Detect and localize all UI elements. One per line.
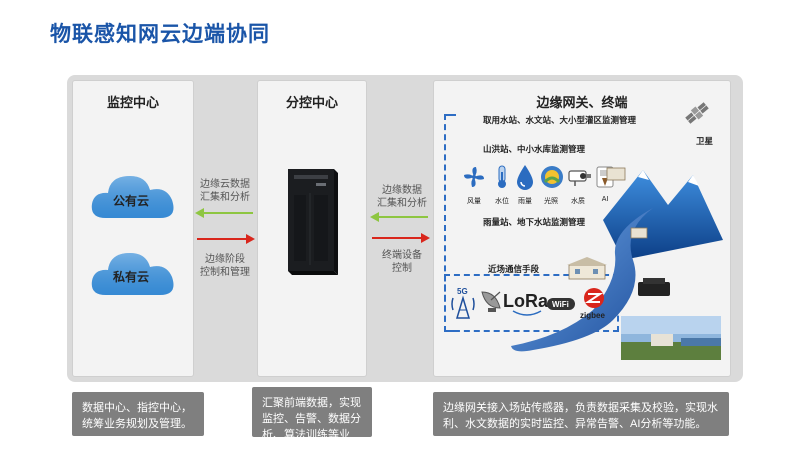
edge-line-1: 取用水站、水文站、大小型灌区监测管理 [483, 115, 637, 125]
page-title: 物联感知网云边端协同 [50, 23, 270, 46]
light-sensor-icon [541, 166, 563, 188]
monitor-center-note-text: 数据中心、指控中心，统筹业务规划及管理。 [82, 402, 192, 430]
wifi-logo: WiFi [547, 298, 575, 310]
edge-line-2: 山洪站、中小水库监测管理 [483, 144, 586, 154]
sensor-label-wind: 风量 [467, 198, 481, 205]
private-cloud-label: 私有云 [112, 270, 149, 284]
sensor-label-water-level: 水位 [495, 198, 509, 205]
branch-center-note-text: 汇聚前端数据，实现监控、告警、数据分析、算法训练等业务。 [262, 397, 361, 457]
left-top-label-1: 边缘云数据 [200, 179, 250, 190]
right-top-label-2: 汇集和分析 [377, 198, 427, 209]
monitor-center-note: 数据中心、指控中心，统筹业务规划及管理。 [72, 392, 204, 436]
lora-logo: LoRa [503, 291, 549, 316]
edge-line-3: 雨量站、地下水站监测管理 [483, 217, 586, 227]
satellite-label: 卫星 [696, 136, 714, 146]
water-quality-sensor-icon [568, 170, 591, 186]
edge-gateway-note: 边缘网关接入场站传感器，负责数据采集及校验，实现水利、水文数据的实时监控、异常告… [433, 392, 729, 436]
red-arrow-right [197, 234, 255, 244]
branch-center-note: 汇聚前端数据，实现监控、告警、数据分析、算法训练等业务。 [252, 387, 372, 457]
red-arrow-right-2 [372, 233, 430, 243]
zigbee-logo: zigbee [580, 288, 605, 320]
sensor-label-light: 光照 [544, 198, 558, 205]
right-bottom-label-2: 控制 [392, 263, 412, 274]
station-house-icon [567, 257, 607, 280]
sensor-label-ai: AI [601, 196, 609, 203]
sensor-label-water-quality: 水质 [571, 198, 585, 205]
satellite-dish-icon [481, 291, 501, 312]
wind-sensor-icon [464, 167, 484, 187]
svg-text:WiFi: WiFi [552, 300, 569, 309]
rain-sensor-icon [517, 165, 533, 190]
svg-text:zigbee: zigbee [580, 311, 605, 320]
5g-tower-icon: 5G [451, 287, 475, 319]
water-level-sensor-icon [498, 165, 506, 188]
satellite-icon [685, 102, 709, 124]
server-icon [288, 169, 338, 275]
right-top-label-1: 边缘数据 [382, 185, 422, 196]
branch-center-title: 分控中心 [285, 95, 338, 110]
green-arrow-left [195, 208, 253, 218]
svg-text:LoRa: LoRa [503, 291, 549, 311]
mountain-river-illustration [511, 167, 723, 352]
left-top-label-2: 汇集和分析 [200, 192, 250, 203]
edge-gateway-title: 边缘网关、终端 [536, 95, 628, 110]
private-cloud-icon [91, 253, 174, 295]
edge-gateway-note-text: 边缘网关接入场站传感器，负责数据采集及校验，实现水利、水文数据的实时监控、异常告… [443, 402, 718, 430]
field-photo [621, 316, 721, 360]
monitor-center-title: 监控中心 [106, 95, 159, 110]
sensor-label-rain: 雨量 [518, 198, 532, 205]
green-arrow-left-2 [370, 212, 428, 222]
left-bottom-label-2: 控制和管理 [200, 267, 250, 278]
near-comm-label: 近场通信手段 [488, 264, 540, 274]
svg-text:5G: 5G [457, 287, 468, 296]
public-cloud-label: 公有云 [112, 194, 149, 208]
right-bottom-label-1: 终端设备 [382, 250, 422, 261]
left-bottom-label-1: 边缘阶段 [205, 254, 245, 265]
public-cloud-icon [91, 176, 174, 218]
monitor-center-panel: 监控中心 [72, 80, 194, 377]
